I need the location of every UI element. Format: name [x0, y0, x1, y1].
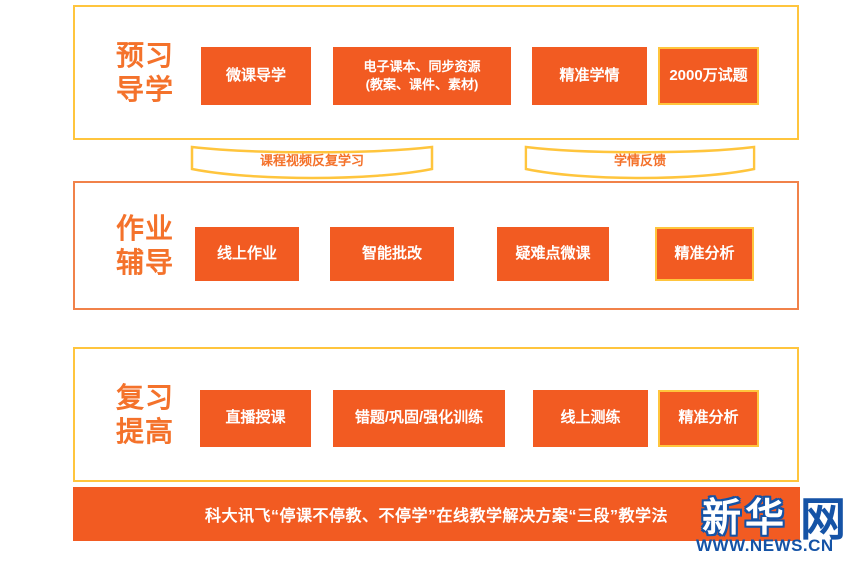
node-difficult-point-micro-course: 疑难点微课 — [497, 227, 609, 281]
logo-wang-character: 网 — [800, 493, 846, 545]
node-precise-learning-status: 精准学情 — [532, 47, 647, 105]
section-homework-tutoring: 作业 辅导 线上作业 智能批改 疑难点微课 精准分析 — [73, 181, 799, 310]
node-mistakes-consolidation-training: 错题/巩固/强化训练 — [333, 390, 505, 447]
logo-xinhua-characters: 新华 — [702, 497, 789, 540]
section-label-line: 作业 — [115, 212, 174, 244]
node-label: 线上作业 — [216, 244, 277, 262]
section-label-line: 辅导 — [115, 246, 174, 278]
node-label: 微课导学 — [225, 66, 286, 84]
node-label: 精准分析 — [678, 409, 739, 427]
section-label-line: 提高 — [115, 415, 174, 447]
node-micro-course: 微课导学 — [201, 47, 311, 105]
node-live-teaching: 直播授课 — [200, 390, 311, 447]
section-label-line: 复习 — [115, 381, 174, 413]
node-label: 精准分析 — [674, 244, 735, 262]
node-label: 直播授课 — [225, 409, 286, 427]
xinhuanet-logo: 新华 网 WWW.NEWS.CN — [694, 483, 865, 563]
node-label: 线上测练 — [560, 409, 621, 427]
connector-label: 学情反馈 — [613, 153, 666, 168]
section-label-line: 导学 — [115, 73, 174, 105]
connector-label: 课程视频反复学习 — [259, 153, 364, 168]
section-homework-label: 作业 辅导 — [99, 211, 191, 279]
cylinder-shape — [190, 145, 434, 180]
section-review-improve: 复习 提高 直播授课 错题/巩固/强化训练 线上测练 精准分析 — [73, 347, 799, 482]
section-preview-study: 预习 导学 微课导学 电子课本、同步资源 (教案、课件、素材) 精准学情 200… — [73, 5, 799, 140]
node-label: 疑难点微课 — [515, 244, 591, 262]
caption-banner: 科大讯飞“停课不停教、不停学”在线教学解决方案“三段”教学法 — [73, 487, 800, 541]
node-label: 错题/巩固/强化训练 — [354, 409, 484, 427]
node-label: 电子课本、同步资源 (教案、课件、素材) — [363, 59, 481, 92]
node-label: 智能批改 — [361, 244, 422, 262]
connector-video-review: 课程视频反复学习 — [190, 139, 434, 187]
connector-learning-feedback: 学情反馈 — [524, 139, 756, 187]
caption-text: 科大讯飞“停课不停教、不停学”在线教学解决方案“三段”教学法 — [204, 508, 668, 525]
node-precise-analysis-2: 精准分析 — [658, 390, 759, 447]
node-precise-analysis: 精准分析 — [655, 227, 754, 281]
section-label-line: 预习 — [115, 39, 174, 71]
node-online-homework: 线上作业 — [195, 227, 299, 281]
cylinder-shape — [524, 145, 756, 180]
node-label: 精准学情 — [559, 66, 620, 84]
node-20m-questions: 2000万试题 — [658, 47, 759, 105]
node-smart-correction: 智能批改 — [330, 227, 454, 281]
section-preview-label: 预习 导学 — [99, 38, 191, 106]
section-review-label: 复习 提高 — [99, 380, 191, 448]
node-label: 2000万试题 — [669, 66, 748, 84]
node-ebook-resources: 电子课本、同步资源 (教案、课件、素材) — [333, 47, 511, 105]
logo-url-text: WWW.NEWS.CN — [696, 536, 834, 555]
node-online-testing: 线上测练 — [533, 390, 648, 447]
